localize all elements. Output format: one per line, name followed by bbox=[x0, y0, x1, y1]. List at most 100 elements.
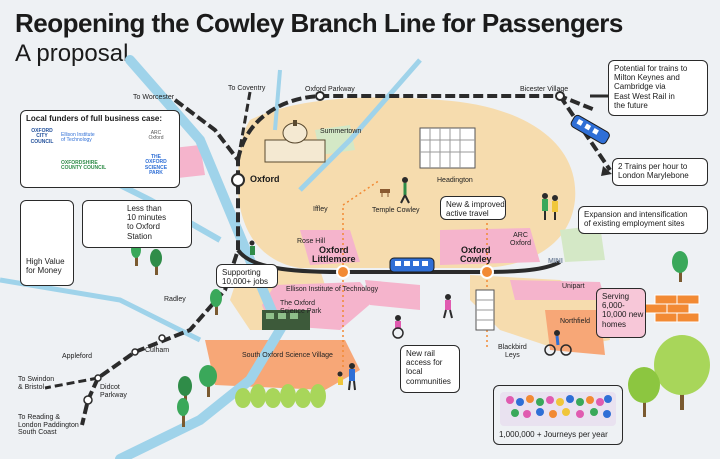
callout-milton-keynes-text: Potential for trains to Milton Keynes an… bbox=[614, 64, 688, 110]
callout-active-travel-text: New & improved active travel bbox=[446, 200, 505, 219]
label-south-oxford-science-village: South Oxford Science Village bbox=[242, 352, 333, 359]
callout-minutes-text: Less than 10 minutes to Oxford Station bbox=[127, 204, 167, 241]
wheelchair-user-icon bbox=[392, 315, 404, 339]
label-mini-plant: MINI bbox=[548, 258, 563, 265]
station-oxford-cowley: Oxford Cowley bbox=[460, 245, 492, 265]
callout-active-travel: New & improved active travel bbox=[440, 196, 506, 220]
tree-icon bbox=[654, 335, 710, 410]
family-icon bbox=[542, 193, 558, 220]
funders-panel: Local funders of full business case: OXF… bbox=[20, 110, 180, 188]
littlemore-zone bbox=[300, 230, 360, 265]
station-oxford-littlemore: Oxford Littlemore bbox=[312, 245, 356, 265]
callout-rail-access: New rail access for local communities bbox=[400, 345, 460, 393]
river-cherwell bbox=[298, 58, 422, 192]
funders-title: Local funders of full business case: bbox=[26, 114, 163, 123]
tree-icon bbox=[177, 398, 189, 427]
callout-rail-access-text: New rail access for local communities bbox=[406, 349, 451, 386]
label-oxford-science-park: The Oxford Science Park bbox=[280, 300, 322, 315]
bicester-marker bbox=[555, 91, 565, 101]
culham-marker bbox=[131, 348, 139, 356]
label-summertown: Summertown bbox=[320, 128, 362, 135]
callout-jobs-text: Supporting 10,000+ jobs bbox=[222, 268, 269, 287]
callout-value-for-money: High Value for Money bbox=[20, 200, 74, 286]
connection-path bbox=[342, 179, 381, 265]
label-arc-oxford: ARC Oxford bbox=[510, 232, 532, 247]
tree-icon bbox=[199, 365, 217, 397]
science-park-building-icon bbox=[262, 310, 310, 330]
pink-zone-small bbox=[365, 280, 420, 310]
tree-icon bbox=[672, 251, 688, 282]
label-culham: Culham bbox=[145, 347, 170, 354]
dog-icon bbox=[380, 189, 390, 197]
callout-trains-per-hour-text: 2 Trains per hour to London Marylebone bbox=[618, 162, 689, 181]
littlemore-station-marker bbox=[336, 265, 350, 279]
label-headington: Headington bbox=[437, 177, 473, 184]
train-icon bbox=[389, 257, 435, 273]
label-northfield: Northfield bbox=[560, 318, 590, 325]
callout-homes-text: Serving 6,000- 10,000 new homes bbox=[602, 292, 644, 329]
northfield-zone bbox=[545, 310, 605, 355]
callout-journeys: 1,000,000 + Journeys per year bbox=[493, 385, 623, 445]
radcliffe-camera-icon bbox=[264, 120, 326, 163]
oxford-parkway-marker bbox=[315, 91, 325, 101]
bricks-icon bbox=[644, 294, 700, 323]
label-rose-hill: Rose Hill bbox=[297, 238, 326, 245]
label-radley: Radley bbox=[164, 296, 186, 303]
label-iffley: Iffley bbox=[313, 206, 328, 213]
page-subtitle: A proposal bbox=[15, 40, 129, 67]
tree-icon bbox=[628, 367, 660, 417]
callout-minutes: Less than 10 minutes to Oxford Station bbox=[82, 200, 192, 248]
callout-journeys-text: 1,000,000 + Journeys per year bbox=[499, 430, 608, 439]
callout-value-for-money-text: High Value for Money bbox=[26, 257, 65, 276]
cowley-station-marker bbox=[480, 265, 494, 279]
logo-oxford-science-park: THE OXFORD SCIENCE PARK bbox=[144, 154, 168, 176]
train-icon bbox=[570, 114, 610, 145]
south-science-village-zone bbox=[205, 340, 360, 390]
oxford-station-marker bbox=[231, 173, 245, 187]
pedestrian-icon bbox=[443, 294, 453, 319]
callout-employment: Expansion and intensification of existin… bbox=[578, 206, 708, 234]
radley-marker bbox=[158, 334, 166, 342]
pedestrian-icon bbox=[249, 240, 255, 255]
label-to-reading: To Reading & London Paddington South Coa… bbox=[18, 414, 79, 437]
crowd-icon bbox=[500, 392, 616, 426]
logo-oxfordshire-county-council: OXFORDSHIRE COUNTY COUNCIL bbox=[61, 160, 107, 172]
label-temple-cowley: Temple Cowley bbox=[372, 207, 420, 214]
cyclist-icon bbox=[544, 330, 572, 356]
label-to-swindon: To Swindon & Bristol bbox=[18, 376, 55, 391]
cowley-zone bbox=[440, 228, 540, 265]
label-oxford-parkway: Oxford Parkway bbox=[305, 86, 355, 93]
hedge-icon bbox=[235, 384, 326, 408]
unipart-zone bbox=[510, 280, 605, 300]
arrow-down-icon bbox=[601, 166, 612, 176]
label-ellison-institute: Ellison Institute of Technology bbox=[286, 286, 379, 293]
label-blackbird-leys: Blackbird Leys bbox=[498, 344, 527, 359]
label-oxford: Oxford bbox=[250, 174, 280, 184]
logo-ellison-institute: Ellison Institute of Technology bbox=[61, 132, 95, 144]
river-thames bbox=[115, 55, 286, 459]
label-unipart: Unipart bbox=[562, 283, 585, 290]
page-title: Reopening the Cowley Branch Line for Pas… bbox=[15, 8, 623, 38]
tower-building-icon bbox=[475, 289, 495, 331]
label-bicester-village: Bicester Village bbox=[520, 86, 569, 93]
callout-milton-keynes: Potential for trains to Milton Keynes an… bbox=[608, 60, 708, 116]
label-to-worcester: To Worcester bbox=[133, 94, 175, 101]
green-space bbox=[560, 225, 605, 262]
callout-jobs: Supporting 10,000+ jobs bbox=[216, 264, 278, 288]
river-branch bbox=[0, 277, 202, 343]
river-branch bbox=[273, 69, 282, 131]
label-to-coventry: To Coventry bbox=[228, 85, 266, 92]
label-didcot-parkway: Didcot Parkway bbox=[100, 384, 127, 399]
logo-arc-oxford: ARC Oxford bbox=[148, 130, 164, 142]
logo-oxford-city-council: OXFORD CITY COUNCIL bbox=[30, 128, 54, 145]
walker-icon bbox=[400, 177, 410, 204]
main-rail-line bbox=[80, 98, 240, 426]
rail-to-swindon bbox=[44, 376, 99, 390]
parent-child-icon bbox=[337, 363, 356, 391]
didcot-marker bbox=[83, 395, 93, 405]
tree-icon bbox=[150, 249, 162, 275]
appleford-marker bbox=[94, 374, 102, 382]
tree-icon bbox=[210, 289, 222, 315]
